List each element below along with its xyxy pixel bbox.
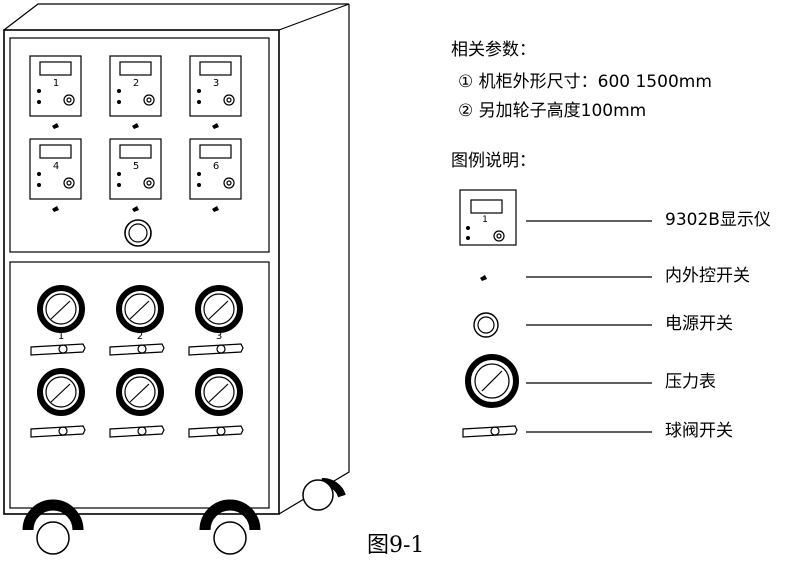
legend-pressure-gauge-symbol <box>465 354 519 408</box>
inout-control-switch[interactable] <box>132 206 139 212</box>
wheel-front-left <box>22 499 84 555</box>
display-number: 6 <box>213 161 219 172</box>
cabinet-side <box>278 4 350 515</box>
indicator-led <box>37 89 41 93</box>
valve-handle <box>58 426 68 436</box>
wheel-rear <box>302 478 346 511</box>
wheel-front-right <box>199 499 261 555</box>
indicator-led <box>117 183 121 187</box>
display-instrument: 2 <box>109 55 162 129</box>
indicator-led <box>37 172 41 176</box>
indicator-led <box>197 89 201 93</box>
valve-handle <box>137 344 147 354</box>
legend-title: 图例说明： <box>451 151 536 171</box>
legend-ball-valve-symbol <box>462 425 518 438</box>
ball-valve[interactable]: 1 <box>30 331 86 356</box>
indicator-led <box>197 172 201 176</box>
legend-label-power-switch: 电源开关 <box>665 314 733 334</box>
legend-symbols: 1 <box>459 189 519 438</box>
display-instrument: 6 <box>189 138 242 212</box>
legend-label-ball-valve: 球阀开关 <box>665 421 733 441</box>
display-knob <box>223 177 235 189</box>
legend-label-inout-switch: 内外控开关 <box>665 266 750 286</box>
valve-handle <box>58 344 68 354</box>
pressure-gauge <box>116 285 164 333</box>
pressure-gauge <box>116 368 164 416</box>
inout-control-switch[interactable] <box>52 206 59 212</box>
display-number: 2 <box>133 78 139 89</box>
legend-display-symbol: 1 <box>459 189 517 246</box>
pressure-gauge <box>37 285 85 333</box>
inout-control-switch[interactable] <box>132 123 139 129</box>
gauge-needle <box>129 383 150 403</box>
display-instruments: 1 2 3 4 5 6 <box>29 55 242 212</box>
valve-handle <box>216 344 226 354</box>
inout-control-switch[interactable] <box>52 123 59 129</box>
ball-valve[interactable]: 2 <box>109 331 165 356</box>
indicator-led <box>117 89 121 93</box>
ball-valve[interactable] <box>30 425 86 438</box>
inout-control-switch[interactable] <box>212 123 219 129</box>
display-instrument: 5 <box>109 138 162 212</box>
indicator-led <box>37 183 41 187</box>
indicator-led <box>117 172 121 176</box>
valve-handle <box>216 426 226 436</box>
display-knob <box>63 177 75 189</box>
params-item-wheel-height: ② 另加轮子高度100mm <box>458 101 647 121</box>
cabinet-front <box>3 29 280 515</box>
legend-leader-lines <box>526 220 652 433</box>
params-title: 相关参数： <box>451 40 536 60</box>
ball-valve[interactable] <box>109 425 165 438</box>
legend-inout-switch-symbol <box>480 275 487 281</box>
ball-valve[interactable] <box>188 425 244 438</box>
legend-display-number: 1 <box>482 215 488 225</box>
gauge-needle <box>129 300 150 320</box>
lower-panel <box>9 261 270 509</box>
display-knob <box>143 177 155 189</box>
params-item-size: ① 机柜外形尺寸：600 1500mm <box>458 72 712 92</box>
power-switch-inner <box>128 223 148 243</box>
display-number: 5 <box>133 161 139 172</box>
power-switch[interactable] <box>124 219 152 247</box>
gauge-needle <box>208 300 229 320</box>
cabinet <box>3 3 350 515</box>
ball-valves: 1 2 3 <box>30 331 244 438</box>
legend-label-display: 9302B显示仪 <box>665 210 771 230</box>
wheels <box>22 478 346 555</box>
display-number: 1 <box>53 78 59 89</box>
ball-valve[interactable]: 3 <box>188 331 244 356</box>
indicator-led <box>37 100 41 104</box>
valve-handle <box>137 426 147 436</box>
indicator-led <box>117 100 121 104</box>
legend-label-pressure-gauge: 压力表 <box>665 372 716 392</box>
upper-panel <box>9 37 270 253</box>
display-instrument: 1 <box>29 55 82 129</box>
display-knob <box>63 94 75 106</box>
display-number: 3 <box>213 78 219 89</box>
gauge-needle <box>50 300 71 320</box>
gauge-needle <box>208 383 229 403</box>
pressure-gauge <box>195 368 243 416</box>
indicator-led <box>197 183 201 187</box>
display-number: 4 <box>53 161 59 172</box>
display-instrument: 4 <box>29 138 82 212</box>
gauge-needle <box>50 383 71 403</box>
indicator-led <box>197 100 201 104</box>
valve-number: 2 <box>137 331 143 342</box>
display-instrument: 3 <box>189 55 242 129</box>
valve-number: 3 <box>216 331 222 342</box>
pressure-gauge <box>195 285 243 333</box>
inout-control-switch[interactable] <box>212 206 219 212</box>
display-knob <box>143 94 155 106</box>
legend-power-switch-symbol <box>473 312 499 338</box>
pressure-gauges <box>37 285 243 416</box>
pressure-gauge <box>37 368 85 416</box>
figure-caption: 图9-1 <box>367 533 425 558</box>
display-knob <box>223 94 235 106</box>
valve-number: 1 <box>58 331 64 342</box>
cabinet-top <box>3 3 350 31</box>
